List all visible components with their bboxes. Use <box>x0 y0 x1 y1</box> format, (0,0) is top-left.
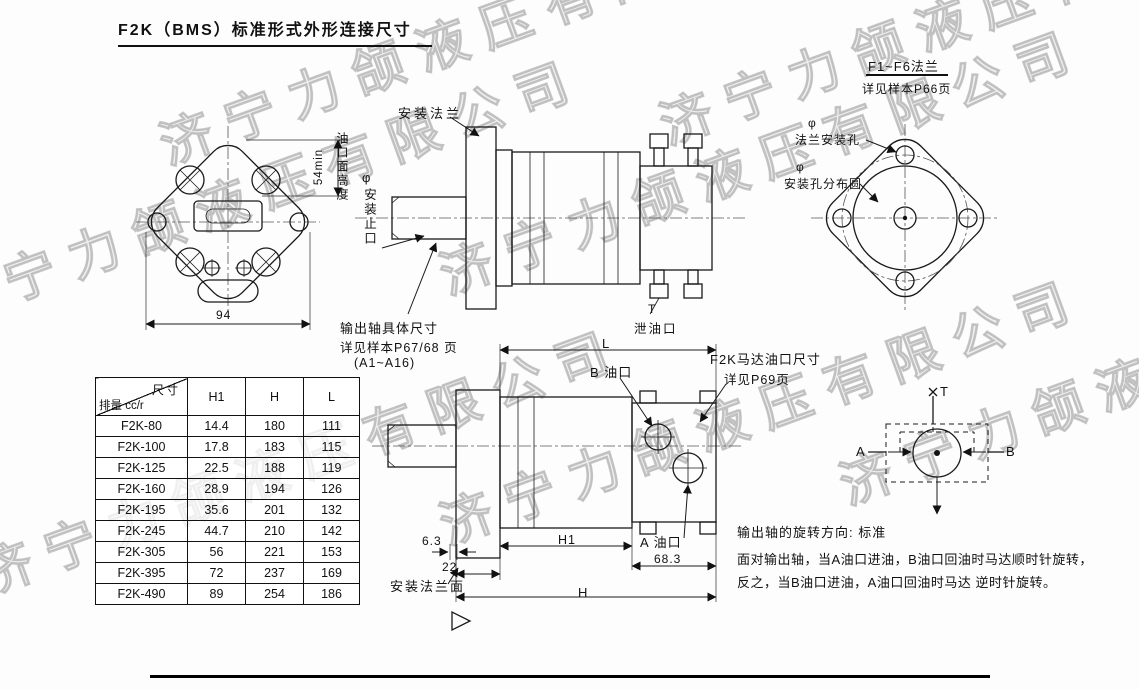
cell-h: 180 <box>245 415 304 437</box>
flange-ref-underline <box>866 74 948 76</box>
bottom-view <box>372 344 744 632</box>
cell-l: 153 <box>303 541 360 563</box>
spigot-label: 安装止口 <box>362 188 376 246</box>
shaft-note-line1: 输出轴具体尺寸 <box>340 321 439 336</box>
shaft-note-line2: 详见样本P67/68 页 <box>340 341 458 355</box>
cell-h: 237 <box>245 562 304 584</box>
cell-h1: 22.5 <box>187 457 246 479</box>
drain-port-label: 泄油口 <box>634 322 678 336</box>
cell-model: F2K-195 <box>95 499 188 521</box>
dim-h1-label: H1 <box>558 533 576 547</box>
bolt-circle-label: 安装孔分布圆 <box>784 177 863 191</box>
col-header-l: L <box>303 377 360 416</box>
cell-l: 169 <box>303 562 360 584</box>
hydraulic-schematic <box>868 387 1004 515</box>
bottom-rule <box>150 675 990 678</box>
cell-h: 254 <box>245 583 304 605</box>
mount-face-label: 安装法兰面 <box>390 579 466 594</box>
shaft-note-line3: (A1~A16) <box>354 356 416 370</box>
rotation-note-title: 输出轴的旋转方向: 标准 <box>737 525 887 540</box>
port-size-note-line1: F2K马达油口尺寸 <box>710 352 821 367</box>
cell-h: 221 <box>245 541 304 563</box>
phi-hole-symbol: φ <box>808 116 817 130</box>
cell-model: F2K-305 <box>95 541 188 563</box>
phi-spigot-symbol: φ <box>362 170 372 185</box>
dim-63-label: 6.3 <box>422 534 442 548</box>
cell-h1: 72 <box>187 562 246 584</box>
cell-h: 201 <box>245 499 304 521</box>
schematic-b-label: B <box>1006 444 1016 459</box>
dim-683-label: 68.3 <box>654 552 682 566</box>
corner-top-label: 尺寸 <box>151 383 180 397</box>
cell-l: 115 <box>303 436 360 458</box>
cell-h1: 44.7 <box>187 520 246 542</box>
dim-94-label: 94 <box>216 308 232 322</box>
cell-h: 183 <box>245 436 304 458</box>
cell-h1: 14.4 <box>187 415 246 437</box>
dim-l-label: L <box>602 336 611 351</box>
side-view <box>355 116 745 315</box>
cell-h1: 28.9 <box>187 478 246 500</box>
cell-l: 126 <box>303 478 360 500</box>
cell-h1: 17.8 <box>187 436 246 458</box>
corner-bottom-label: 排量 cc/r <box>99 400 144 412</box>
cell-l: 111 <box>303 415 360 437</box>
dim-54min-label: 54min <box>313 148 325 186</box>
cell-l: 132 <box>303 499 360 521</box>
schematic-a-label: A <box>856 444 866 459</box>
col-header-h1: H1 <box>187 377 246 416</box>
cell-model: F2K-490 <box>95 583 188 605</box>
cell-model: F2K-395 <box>95 562 188 584</box>
rotation-note-line2: 面对输出轴，当A油口进油，B油口回油时马达顺时针旋转， <box>737 552 1093 567</box>
col-header-h: H <box>245 377 304 416</box>
rotation-note-line3: 反之，当B油口进油，A油口回油时马达 逆时针旋转。 <box>737 575 1057 590</box>
front-view <box>136 126 348 330</box>
rear-view <box>811 124 999 312</box>
cell-model: F2K-80 <box>95 415 188 437</box>
cell-h1: 89 <box>187 583 246 605</box>
title-underline <box>118 45 432 47</box>
cell-model: F2K-245 <box>95 520 188 542</box>
cell-h1: 56 <box>187 541 246 563</box>
b-port-label: B 油口 <box>590 365 633 380</box>
cell-model: F2K-125 <box>95 457 188 479</box>
phi-circle-symbol: φ <box>796 160 805 174</box>
cell-l: 142 <box>303 520 360 542</box>
port-face-height-label: 油口面高度 <box>335 132 349 202</box>
cell-model: F2K-160 <box>95 478 188 500</box>
schematic-t-label: T <box>940 384 949 399</box>
a-port-label: A 油口 <box>640 535 682 550</box>
dim-22-label: 22 <box>442 560 458 574</box>
cell-l: 119 <box>303 457 360 479</box>
table-header-row: 尺寸 排量 cc/r H1 H L <box>95 377 360 416</box>
mount-flange-label: 安装法兰 <box>398 106 463 121</box>
flange-ref-title: F1~F6法兰 <box>868 59 939 74</box>
page-title: F2K（BMS）标准形式外形连接尺寸 <box>118 22 412 39</box>
cell-l: 186 <box>303 583 360 605</box>
dim-h-label: H <box>578 585 589 600</box>
flange-ref-sub: 详见样本P66页 <box>862 82 952 96</box>
flange-hole-label: 法兰安装孔 <box>795 133 861 147</box>
port-size-note-line2: 详见P69页 <box>724 373 790 387</box>
drain-t-label: T <box>648 302 657 316</box>
cell-h: 188 <box>245 457 304 479</box>
cell-model: F2K-100 <box>95 436 188 458</box>
cell-h1: 35.6 <box>187 499 246 521</box>
cell-h: 194 <box>245 478 304 500</box>
cell-h: 210 <box>245 520 304 542</box>
table-corner-cell: 尺寸 排量 cc/r <box>95 377 188 416</box>
